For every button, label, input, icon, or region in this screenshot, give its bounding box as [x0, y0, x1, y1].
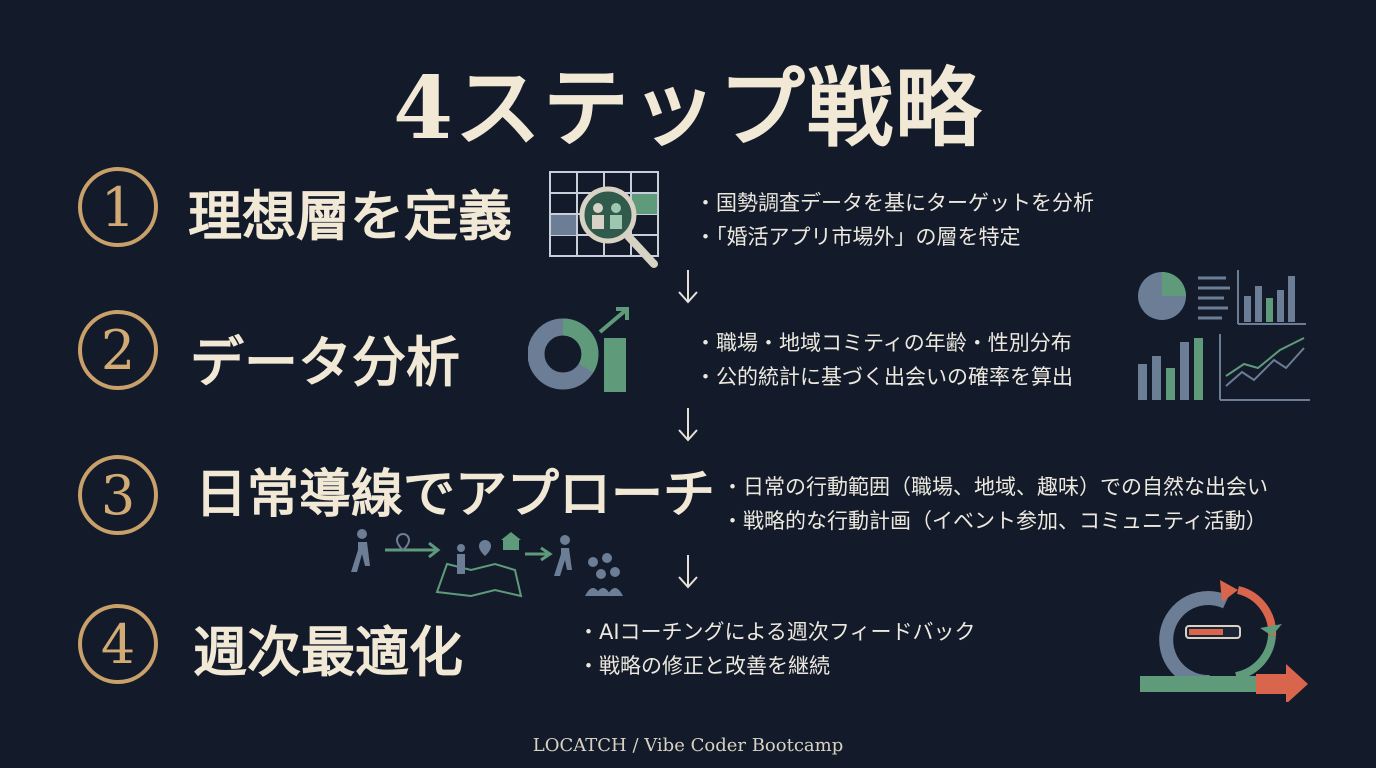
- step-2-bullet-1: 職場・地域コミティの年齢・性別分布: [695, 326, 1073, 360]
- step-1-bullet-2: 「婚活アプリ市場外」の層を特定: [695, 220, 1094, 254]
- page-title: 4ステップ戦略: [393, 58, 983, 159]
- analytics-charts-icon: [1138, 270, 1310, 401]
- step-2-heading: データ分析: [190, 330, 460, 394]
- step-2-number: 2: [78, 310, 158, 390]
- cycle-arrow-icon: [1140, 580, 1308, 702]
- step-1-bullet-1: 国勢調査データを基にターゲットを分析: [695, 186, 1094, 220]
- walking-path-icon: [351, 529, 623, 598]
- donut-chart-icon: [528, 307, 629, 392]
- step-3-bullet-1: 日常の行動範囲（職場、地域、趣味）での自然な出会い: [722, 470, 1268, 504]
- down-arrow-icon: [678, 555, 698, 589]
- step-1-heading: 理想層を定義: [188, 184, 512, 248]
- step-3-heading: 日常導線でアプローチ: [195, 464, 716, 525]
- step-4-bullet-2: 戦略の修正と改善を継続: [578, 649, 976, 683]
- footer-credit: LOCATCH / Vibe Coder Bootcamp: [532, 735, 844, 756]
- grid-magnifier-icon: [549, 171, 659, 268]
- down-arrow-icon: [678, 408, 698, 442]
- step-2-bullet-2: 公的統計に基づく出会いの確率を算出: [695, 360, 1073, 394]
- step-3-bullet-2: 戦略的な行動計画（イベント参加、コミュニティ活動）: [722, 504, 1268, 538]
- step-4-number: 4: [78, 604, 158, 684]
- step-4-heading: 週次最適化: [193, 620, 463, 684]
- step-4-bullet-1: AIコーチングによる週次フィードバック: [578, 615, 976, 649]
- step-1-number: 1: [78, 167, 158, 247]
- step-3-number: 3: [78, 455, 158, 535]
- down-arrow-icon: [678, 270, 698, 304]
